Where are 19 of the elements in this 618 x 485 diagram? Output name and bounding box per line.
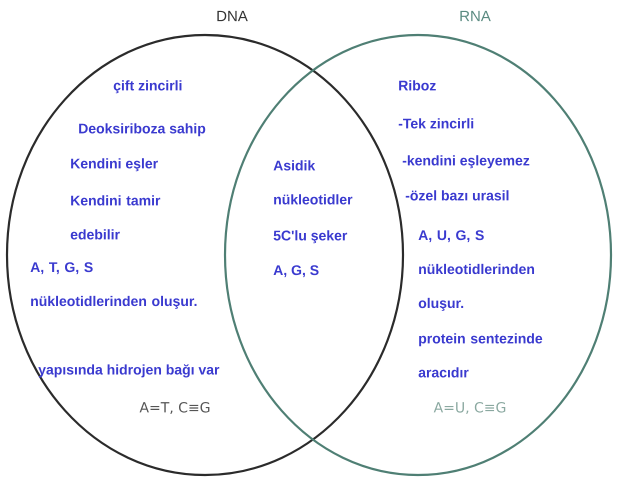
feature-text: Riboz: [399, 80, 436, 90]
base-pair-text: A=U, C≡G: [434, 402, 506, 414]
feature-text: -özel bazı urasil: [406, 190, 508, 200]
feature-text: protein sentezinde aracıdır: [418, 333, 542, 378]
circle-title: RNA: [460, 10, 491, 22]
shared-feature-text: A, G, S: [274, 265, 319, 278]
feature-text: Deoksiriboza sahip: [79, 123, 206, 136]
feature-text: yapısında hidrojen bağı var: [38, 364, 220, 378]
feature-text: Kendini tamir edebilir: [70, 195, 160, 240]
circle-title: DNA: [217, 10, 248, 22]
shared-feature-text: 5C'lu şeker: [274, 230, 348, 244]
feature-text: -kendini eşleyemez: [402, 155, 530, 168]
feature-text: çift zincirli: [114, 80, 182, 94]
feature-text: A, T, G, S nükleotidlerinden oluşur.: [30, 262, 197, 309]
shared-feature-text: Asidik nükleotidler: [274, 160, 352, 204]
feature-text: A, U, G, S nükleotidlerinden oluşur.: [418, 230, 534, 311]
feature-text: -Tek zincirli: [398, 118, 474, 128]
feature-text: Kendini eşler: [71, 158, 158, 172]
base-pair-text: A=T, C≡G: [140, 402, 210, 414]
